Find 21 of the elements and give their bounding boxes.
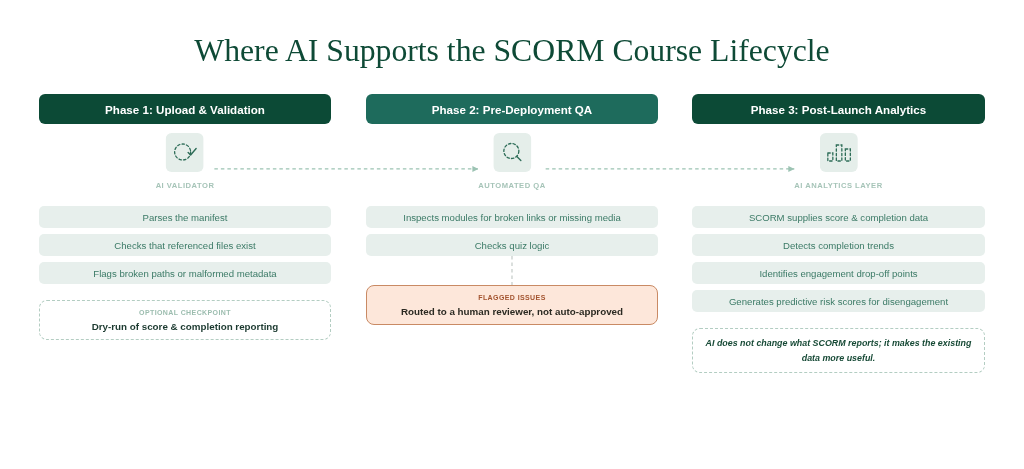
phase-header-bar: Phase 1: Upload & Validation — [39, 94, 331, 124]
note-card: AI does not change what SCORM reports; it makes the existing data more useful. — [692, 328, 985, 373]
phase-header-bar: Phase 3: Post-Launch Analytics — [692, 94, 985, 124]
step-card: Generates predictive risk scores for disengagement — [692, 290, 985, 312]
step-card: Checks quiz logic — [366, 234, 658, 256]
step-card: Parses the manifest — [39, 206, 331, 228]
step-card: Flags broken paths or malformed metadata — [39, 262, 331, 284]
step-card: SCORM supplies score & completion data — [692, 206, 985, 228]
dashed-arrow — [545, 165, 795, 172]
step-card: Checks that referenced files exist — [39, 234, 331, 256]
step-card: Identifies engagement drop-off points — [692, 262, 985, 284]
card-text: Dry-run of score & completion reporting — [91, 320, 279, 333]
checkpoint-card — [39, 300, 331, 340]
card-text: Routed to a human reviewer, not auto-approved — [400, 305, 624, 318]
phase-header-bar: Phase 2: Pre-Deployment QA — [366, 94, 658, 124]
dashed-arrow — [213, 165, 479, 172]
dashed-connector-line — [511, 255, 513, 286]
diagram-title: Where AI Supports the SCORM Course Lifecycle — [194, 33, 830, 68]
flagged-issues-card — [366, 285, 658, 325]
step-card: Inspects modules for broken links or missing media — [366, 206, 658, 228]
step-card: Detects completion trends — [692, 234, 985, 256]
